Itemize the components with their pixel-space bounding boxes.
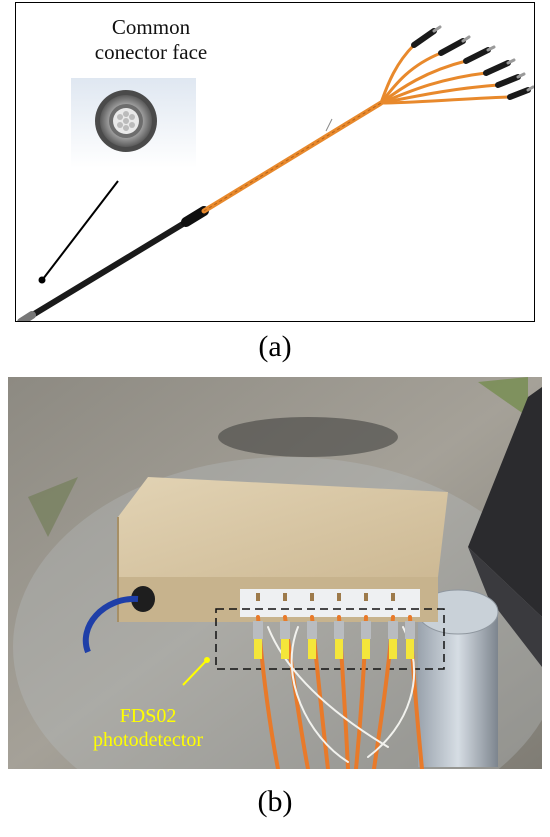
fiber-bundle-drawing (17, 25, 534, 321)
blue-cable (82, 595, 139, 654)
photodetector-label-line1: FDS02 (119, 705, 177, 727)
black-cable-jacket (23, 210, 204, 321)
connector-label-line2: conector face (94, 40, 208, 64)
connector-face-label: Common conector face (86, 15, 216, 65)
box-cable-hole (131, 586, 155, 612)
panel-b-photodetector-photo (8, 377, 542, 769)
panel-a-fiber-bundle-illustration: Common conector face (15, 2, 535, 322)
label-pointer-line (182, 660, 207, 686)
metal-cylinder (418, 612, 498, 767)
laptop-keyboard (468, 547, 542, 667)
connector-label-line1: Common (111, 15, 191, 39)
photodetector-label-line2: photodetector (93, 729, 203, 751)
box-top (118, 477, 448, 577)
detector-strip (240, 589, 420, 617)
photodetector-setup-drawing (8, 377, 542, 769)
fan-out-branches (379, 43, 511, 105)
connector-face-photo (95, 90, 157, 152)
laptop-screen (468, 387, 542, 617)
pointer-dot (38, 276, 46, 284)
photodetector-highlight-box (215, 608, 445, 670)
caption-a: (a) (258, 330, 292, 363)
caption-b: (b) (257, 785, 293, 818)
pointer-line (42, 180, 119, 280)
photodetector-label: FDS02 photodetector (78, 704, 218, 752)
branch-connectors (411, 28, 531, 100)
metal-connector-heads (253, 621, 415, 639)
strain-relief-boot (181, 206, 209, 227)
common-end-ferrule (17, 311, 36, 321)
yellow-connector-boots (254, 639, 414, 659)
